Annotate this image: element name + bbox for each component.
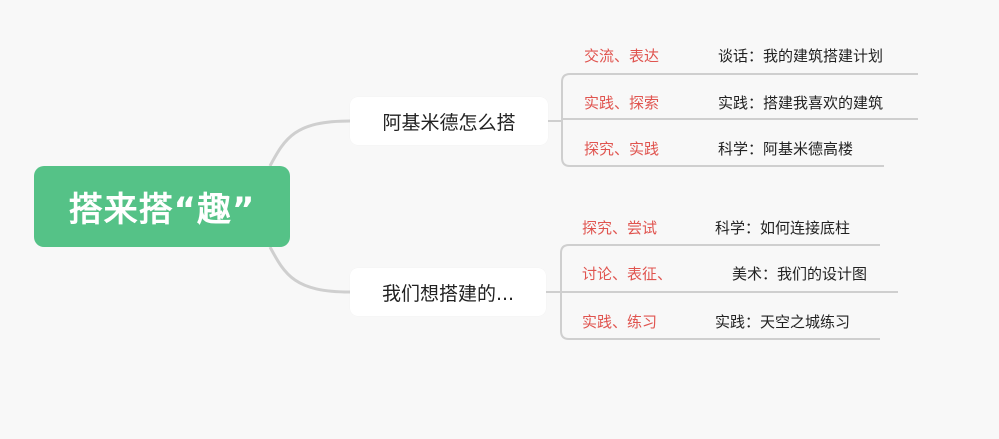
leaf-topic-1-1-desc: 谈话：我的建筑搭建计划 [718, 46, 884, 65]
leaf-topic-1-2-desc: 实践：搭建我喜欢的建筑 [718, 93, 884, 112]
leaf-topic-2-1-tag: 探究、尝试 [582, 218, 658, 237]
leaf-topic-1-2-tag: 实践、探索 [584, 93, 660, 112]
leaf-topic-2-3-tag: 实践、练习 [582, 312, 658, 331]
leaf-topic-2-2-tag: 讨论、表征、 [582, 264, 673, 283]
connector-root-branch-2 [268, 246, 351, 294]
leaf-topic-2-3-desc: 实践：天空之城练习 [715, 312, 851, 331]
leaf-topic-1-3[interactable]: 探究、实践 科学：阿基米德高楼 [584, 133, 884, 163]
leaf-topic-2-1-desc: 科学：如何连接底柱 [715, 218, 851, 237]
root-topic[interactable]: 搭来搭“趣” [34, 166, 290, 247]
branch-topic-2-label: 我们想搭建的... [381, 282, 515, 305]
branch-topic-1-label: 阿基米德怎么搭 [382, 111, 516, 134]
leaf-topic-1-3-desc: 科学：阿基米德高楼 [718, 139, 854, 158]
branch-topic-2[interactable]: 我们想搭建的... [350, 268, 546, 316]
leaf-topic-1-2[interactable]: 实践、探索 实践：搭建我喜欢的建筑 [584, 87, 914, 117]
leaf-topic-2-3[interactable]: 实践、练习 实践：天空之城练习 [582, 306, 880, 336]
leaf-topic-2-2-desc: 美术：我们的设计图 [732, 264, 868, 283]
leaf-topic-1-1-tag: 交流、表达 [584, 46, 660, 65]
leaf-topic-1-3-tag: 探究、实践 [584, 139, 660, 158]
leaf-topic-1-1[interactable]: 交流、表达 谈话：我的建筑搭建计划 [584, 40, 914, 70]
root-topic-label: 搭来搭“趣” [68, 190, 256, 230]
connector-root-branch-1 [268, 119, 351, 167]
leaf-topic-2-2[interactable]: 讨论、表征、 美术：我们的设计图 [582, 258, 898, 288]
branch-topic-1[interactable]: 阿基米德怎么搭 [350, 97, 548, 145]
leaf-topic-2-1[interactable]: 探究、尝试 科学：如何连接底柱 [582, 212, 880, 242]
